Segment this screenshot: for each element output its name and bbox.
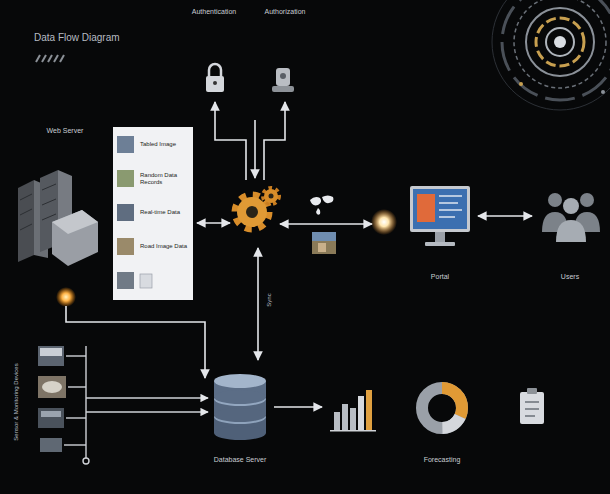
server-label: Web Server [40, 127, 90, 141]
glow-dot [56, 287, 76, 307]
photo-thumbnail [312, 232, 336, 254]
node-text: Database Server [214, 456, 267, 464]
monitor-icon [410, 186, 470, 246]
chart-label: Forecasting [402, 456, 482, 470]
node-text: Authorization [265, 8, 306, 16]
scanner-icon [272, 68, 294, 92]
flow-arrow [66, 306, 205, 378]
node-text: Portal [431, 273, 449, 281]
users-node: Users [535, 183, 605, 281]
database-icon [214, 374, 266, 440]
flow-arrow [274, 406, 322, 408]
sync-label: Sync [266, 293, 273, 306]
donut-chart-icon [422, 388, 462, 428]
node-text: Users [561, 273, 579, 281]
server-rack-icon [18, 170, 98, 266]
node-text: Road Image Data [113, 230, 193, 264]
flow-arrow [280, 223, 372, 225]
auth-label: Authorization [250, 8, 320, 22]
users-icon [542, 193, 600, 242]
node-text: Random Data Records [113, 162, 193, 196]
diagram-title: Data Flow Diagram [34, 32, 120, 43]
bar-chart-icon [330, 390, 376, 432]
clipboard-icon [520, 388, 544, 424]
sensor-bus [64, 346, 208, 464]
world-map-icon [310, 196, 334, 215]
sensor-thumbnails [38, 346, 66, 452]
auth-label: Authentication [178, 8, 250, 22]
node-text: Forecasting [424, 456, 461, 464]
node-text: Real-time Data [113, 196, 193, 230]
hud-ring [492, 0, 610, 110]
sync-arrow [257, 248, 259, 360]
database-label: Database Server [195, 456, 285, 470]
data-panel: Tabled ImageRandom Data RecordsReal-time… [113, 127, 193, 300]
lock-icon [206, 64, 224, 92]
node-text: Web Server [47, 127, 84, 135]
auth-arrows [215, 102, 285, 180]
flow-arrow [197, 222, 230, 224]
gear-icon [235, 188, 279, 229]
title-stripes [36, 55, 64, 62]
portal-node: Portal [405, 183, 475, 281]
data-panel-ground [113, 127, 193, 300]
sensor-caption: Sensor & Monitoring Devices [13, 363, 20, 440]
flow-connector [478, 215, 532, 217]
glow-node [371, 209, 397, 235]
node-text: Authentication [192, 8, 236, 16]
node-text: Tabled Image [113, 128, 193, 162]
